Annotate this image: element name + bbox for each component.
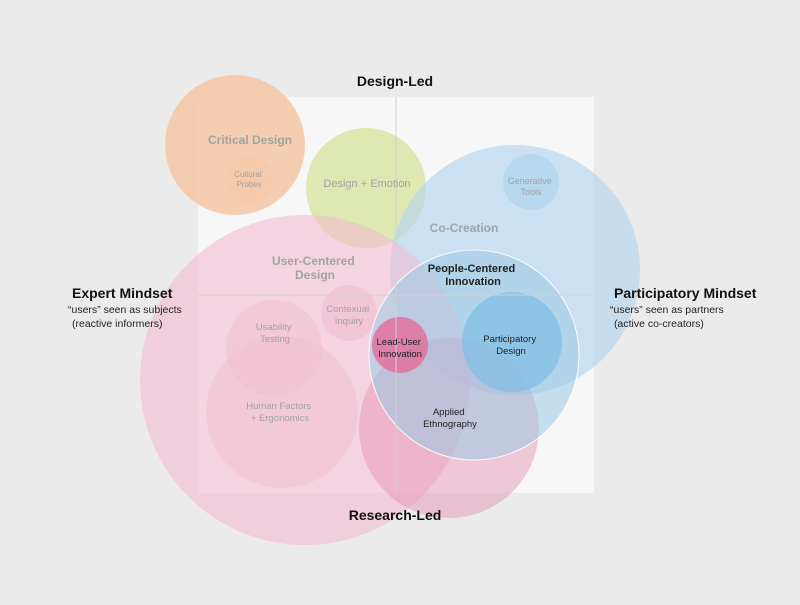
participatory-design-circle (462, 292, 562, 392)
label-applied-ethnography: Applied Ethnography (423, 407, 477, 430)
label-user-centered-design: User-Centered Design (272, 254, 358, 282)
label-lead-user-innovation: Lead-User Innovation (377, 337, 424, 360)
human-factors-circle (206, 336, 358, 488)
label-co-creation: Co-Creation (430, 221, 499, 235)
label-usability-testing: Usability Testing (256, 322, 295, 345)
axis-right-subtitle: “users” seen as partners (active co-crea… (610, 304, 727, 330)
label-cultural-probes: Cultural Probes (234, 170, 264, 189)
axis-right-title: Participatory Mindset (614, 285, 757, 301)
axis-labels: Design-Led Research-Led Expert Mindset “… (68, 73, 757, 523)
contextual-inquiry-circle (321, 285, 377, 341)
lead-user-innovation-circle (372, 317, 428, 373)
label-design-emotion: Design + Emotion (323, 178, 410, 190)
circles-layer (140, 75, 640, 545)
label-human-factors: Human Factors + Ergonomics (246, 401, 314, 424)
label-participatory-design: Participatory Design (483, 334, 538, 357)
label-people-centered-innovation: People-Centered Innovation (428, 263, 518, 288)
crosshair-lines (198, 97, 594, 493)
generative-tools-circle (503, 154, 559, 210)
cultural-probes-circle (225, 156, 273, 204)
axis-left-subtitle: “users” seen as subjects (reactive infor… (68, 304, 185, 330)
label-critical-design: Critical Design (208, 133, 292, 147)
axis-top-label: Design-Led (357, 73, 433, 89)
axis-left-title: Expert Mindset (72, 285, 173, 301)
area-labels: Critical Design Cultural Probes Design +… (208, 133, 555, 430)
label-contextual-inquiry: Contexual Inquiry (326, 304, 371, 327)
label-generative-tools: Generative Tools (508, 176, 555, 197)
axis-bottom-label: Research-Led (349, 507, 442, 523)
